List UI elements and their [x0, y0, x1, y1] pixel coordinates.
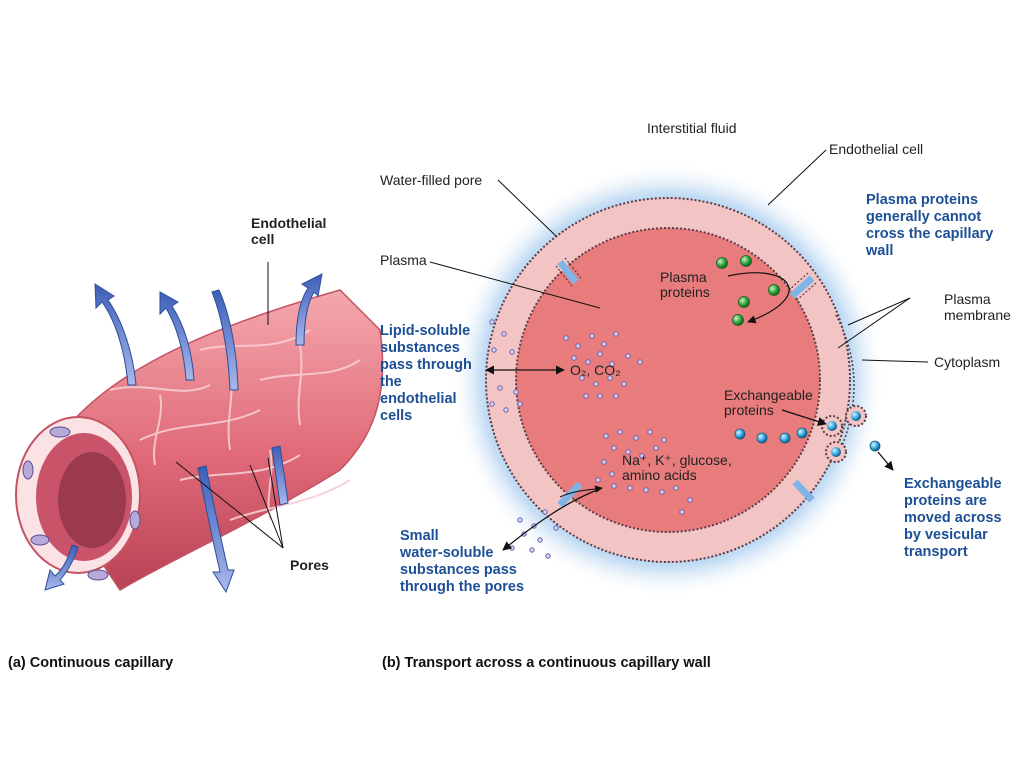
- label-plasma-proteins: Plasma proteins: [660, 269, 710, 300]
- molecule-dot: [545, 553, 551, 559]
- note-lipid-soluble: Lipid-soluble substances pass through th…: [380, 323, 472, 424]
- note-small-water-soluble: Small water-soluble substances pass thro…: [400, 528, 525, 595]
- molecule-dot: [613, 393, 619, 399]
- molecule-dot: [661, 437, 667, 443]
- molecule-dot: [585, 359, 591, 365]
- molecule-dot: [517, 517, 523, 523]
- molecule-dot: [625, 353, 631, 359]
- molecule-dot: [542, 509, 548, 515]
- label-ions: Na⁺, K⁺, glucose, amino acids: [622, 452, 732, 483]
- capillary-illustration: [15, 262, 384, 594]
- molecule-dot: [611, 445, 617, 451]
- caption-b: (b) Transport across a continuous capill…: [382, 655, 711, 671]
- label-endothelial-cell-b: Endothelial cell: [829, 141, 924, 157]
- molecule-dot: [489, 319, 495, 325]
- molecule-dot: [643, 487, 649, 493]
- molecule-dot: [579, 375, 585, 381]
- molecule-dot: [633, 435, 639, 441]
- molecule-dot: [653, 445, 659, 451]
- label-endothelial-cell-a: Endothelial cell: [251, 215, 327, 247]
- vesicles: [821, 405, 867, 463]
- exchangeable-protein-spheres: [734, 427, 881, 452]
- molecule-dot: [687, 497, 693, 503]
- molecule-dot: [617, 429, 623, 435]
- molecule-dot: [513, 389, 519, 395]
- molecule-dot: [609, 471, 615, 477]
- molecule-dot: [589, 333, 595, 339]
- molecule-dot: [571, 355, 577, 361]
- molecule-dot: [575, 343, 581, 349]
- label-interstitial-fluid: Interstitial fluid: [647, 120, 737, 136]
- molecule-dot: [563, 335, 569, 341]
- molecule-dot: [637, 359, 643, 365]
- molecule-dot: [537, 537, 543, 543]
- molecule-dot: [601, 459, 607, 465]
- label-plasma: Plasma: [380, 252, 427, 268]
- molecule-dot: [517, 401, 523, 407]
- molecule-dot: [489, 401, 495, 407]
- molecule-dot: [597, 351, 603, 357]
- molecule-dot: [607, 375, 613, 381]
- molecule-dot: [583, 393, 589, 399]
- small-molecules: [489, 319, 693, 559]
- molecule-dot: [647, 429, 653, 435]
- molecule-dot: [639, 453, 645, 459]
- molecule-dot: [491, 347, 497, 353]
- molecule-dot: [509, 349, 515, 355]
- molecule-dot: [611, 483, 617, 489]
- caption-a: (a) Continuous capillary: [8, 655, 174, 671]
- molecule-dot: [601, 341, 607, 347]
- cross-section-illustration: [429, 149, 929, 598]
- molecule-dot: [627, 485, 633, 491]
- molecule-dot: [503, 407, 509, 413]
- label-o2-co2: O₂, CO₂: [570, 362, 621, 378]
- molecule-dot: [497, 385, 503, 391]
- label-exchangeable-proteins: Exchangeable proteins: [724, 387, 813, 418]
- molecule-dot: [679, 509, 685, 515]
- label-cytoplasm: Cytoplasm: [934, 354, 1001, 370]
- molecule-dot: [621, 381, 627, 387]
- plasma-protein-spheres: [716, 255, 780, 326]
- note-plasma-proteins: Plasma proteins generally cannot cross t…: [866, 192, 994, 259]
- molecule-dot: [553, 525, 559, 531]
- molecule-dot: [625, 449, 631, 455]
- note-vesicular-transport: Exchangeable proteins are moved across b…: [904, 476, 1002, 560]
- molecule-dot: [613, 331, 619, 337]
- molecule-dot: [595, 477, 601, 483]
- molecule-dot: [673, 485, 679, 491]
- molecule-dot: [597, 393, 603, 399]
- molecule-dot: [659, 489, 665, 495]
- molecule-dot: [529, 547, 535, 553]
- molecule-dot: [593, 381, 599, 387]
- label-pores: Pores: [290, 557, 329, 573]
- molecule-dot: [501, 331, 507, 337]
- label-water-filled-pore: Water-filled pore: [380, 172, 483, 188]
- label-plasma-membrane: Plasma membrane: [944, 291, 1011, 323]
- molecule-dot: [609, 361, 615, 367]
- molecule-dot: [603, 433, 609, 439]
